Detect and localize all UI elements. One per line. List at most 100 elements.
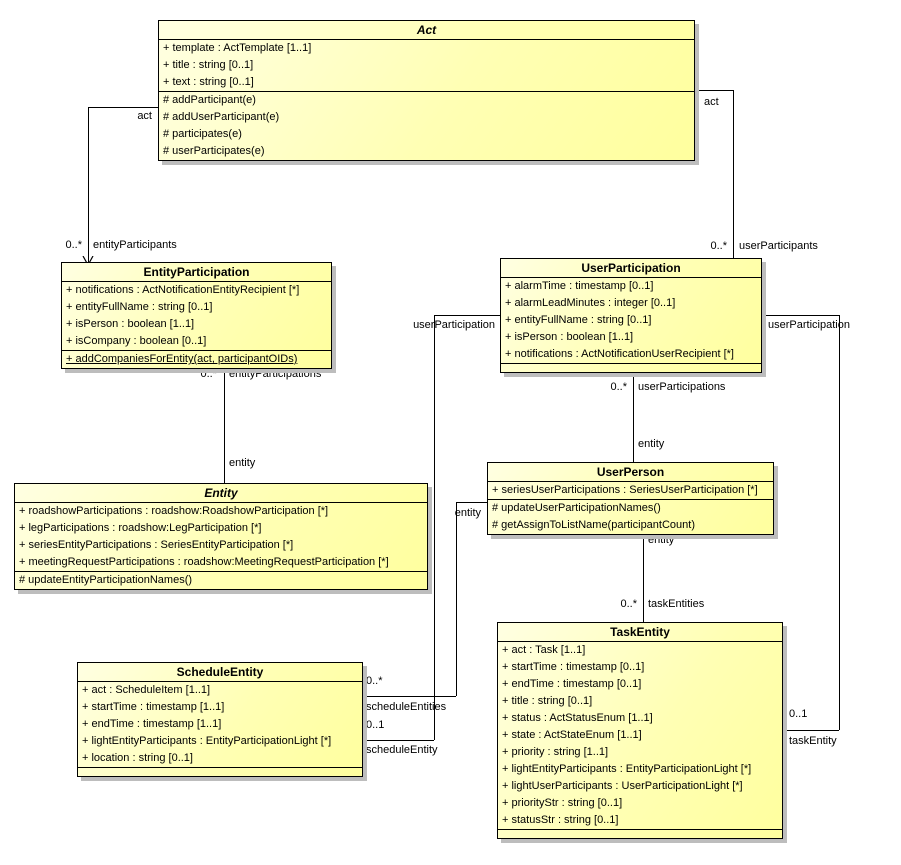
class-attribute: + isPerson : boolean [1..1] (66, 318, 195, 330)
class-title: UserPerson (488, 463, 773, 482)
class-attribute: + lightEntityParticipants : EntityPartic… (502, 763, 752, 775)
edge-role-label: entity (638, 438, 665, 450)
edge-role-label: userParticipants (739, 240, 818, 252)
class-attribute: + legParticipations : roadshow:LegPartic… (19, 522, 262, 534)
edge-segment (434, 315, 500, 316)
attributes-compartment: + act : ScheduleItem [1..1] + startTime :… (78, 682, 362, 767)
edge-segment (88, 107, 89, 262)
edge-role-label: userParticipation (413, 319, 495, 331)
class-title: TaskEntity (498, 623, 782, 642)
class-attribute: + roadshowParticipations : roadshow:Road… (19, 505, 329, 517)
edge-role-label: taskEntities (648, 598, 705, 610)
attributes-compartment: + act : Task [1..1] + startTime : timesta… (498, 642, 782, 829)
class-attribute: + template : ActTemplate [1..1] (163, 42, 312, 54)
class-attribute: + title : string [0..1] (163, 59, 254, 71)
edge-multiplicity-label: 0..* (200, 368, 217, 380)
edge-segment (633, 369, 634, 462)
edge-segment (695, 90, 733, 91)
operations-compartment: + addCompaniesForEntity(act, participant… (62, 350, 331, 368)
edge-multiplicity-label: 0..* (65, 239, 82, 251)
class-attribute: + notifications : ActNotificationEntityR… (66, 284, 300, 296)
edge-role-label: entity (229, 457, 256, 469)
operations-compartment: # updateUserParticipationNames() # getAss… (488, 499, 773, 534)
empty-operations-compartment (501, 363, 761, 372)
edge-segment (643, 531, 644, 622)
class-operation: # getAssignToListName(participantCount) (492, 519, 695, 531)
edge-segment (434, 315, 435, 740)
edge-segment (456, 502, 487, 503)
class-attribute: + meetingRequestParticipations : roadsho… (19, 556, 389, 568)
edge-multiplicity-label: 0..* (366, 675, 383, 687)
edge-role-label: act (137, 110, 152, 122)
edge-segment (363, 740, 434, 741)
edge-role-label: entityParticipants (93, 239, 177, 251)
edge-multiplicity-label: 0..* (620, 598, 637, 610)
edge-segment (839, 315, 840, 730)
class-scheduleEntity[interactable]: ScheduleEntity+ act : ScheduleItem [1..1… (77, 662, 363, 777)
empty-operations-compartment (498, 829, 782, 838)
class-attribute: + statusStr : string [0..1] (502, 814, 619, 826)
class-operation: # updateEntityParticipationNames() (19, 574, 193, 586)
class-attribute: + alarmLeadMinutes : integer [0..1] (505, 297, 676, 309)
class-attribute: + endTime : timestamp [0..1] (502, 678, 642, 690)
operations-compartment: # addParticipant(e) # addUserParticipant(… (159, 91, 694, 160)
class-attribute: + act : ScheduleItem [1..1] (82, 684, 211, 696)
class-operation: # updateUserParticipationNames() (492, 502, 661, 514)
class-attribute: + isCompany : boolean [0..1] (66, 335, 207, 347)
class-title: Entity (15, 484, 427, 503)
class-attribute: + seriesEntityParticipations : SeriesEnt… (19, 539, 294, 551)
class-attribute: + title : string [0..1] (502, 695, 593, 707)
class-attribute: + lightEntityParticipants : EntityPartic… (82, 735, 332, 747)
class-entityParticipation[interactable]: EntityParticipation + notifications : Act… (61, 262, 332, 369)
edge-role-label: userParticipations (638, 381, 726, 393)
edge-multiplicity-label: 0..1 (789, 708, 808, 720)
class-operation: # userParticipates(e) (163, 145, 265, 157)
operations-compartment: # updateEntityParticipationNames() (15, 571, 427, 589)
attributes-compartment: + roadshowParticipations : roadshow:Road… (15, 503, 427, 571)
attributes-compartment: + template : ActTemplate [1..1] + title :… (159, 40, 694, 91)
class-entity[interactable]: Entity + roadshowParticipations : roadsho… (14, 483, 428, 590)
edge-segment (224, 365, 225, 483)
edge-segment (363, 696, 456, 697)
class-attribute: + isPerson : boolean [1..1] (505, 331, 634, 343)
edge-multiplicity-label: 0..* (710, 240, 727, 252)
edge-segment (733, 90, 734, 258)
class-act[interactable]: Act + template : ActTemplate [1..1] + titl… (158, 20, 695, 161)
edge-segment (88, 107, 158, 108)
class-attribute: + location : string [0..1] (82, 752, 193, 764)
class-title: UserParticipation (501, 259, 761, 278)
attributes-compartment: + seriesUserParticipations : SeriesUserP… (488, 482, 773, 499)
class-title: Act (159, 21, 694, 40)
class-attribute: + startTime : timestamp [0..1] (502, 661, 645, 673)
class-attribute: + priorityStr : string [0..1] (502, 797, 623, 809)
class-attribute: + startTime : timestamp [1..1] (82, 701, 225, 713)
edge-segment (456, 502, 457, 696)
class-operation: # addParticipant(e) (163, 94, 256, 106)
class-attribute: + status : ActStatusEnum [1..1] (502, 712, 653, 724)
empty-operations-compartment (78, 767, 362, 776)
class-operation: + addCompaniesForEntity(act, participant… (66, 353, 298, 365)
class-attribute: + endTime : timestamp [1..1] (82, 718, 222, 730)
class-attribute: + entityFullName : string [0..1] (505, 314, 652, 326)
edge-role-label: entity (648, 534, 675, 546)
class-attribute: + text : string [0..1] (163, 76, 254, 88)
edge-role-label: entityParticipations (229, 368, 322, 380)
edge-multiplicity-label: 0..* (610, 381, 627, 393)
class-title: EntityParticipation (62, 263, 331, 282)
edge-segment (783, 730, 839, 731)
class-attribute: + lightUserParticipants : UserParticipat… (502, 780, 743, 792)
class-userPerson[interactable]: UserPerson + seriesUserParticipations : S… (487, 462, 774, 535)
class-userParticipation[interactable]: UserParticipation+ alarmTime : timestamp… (500, 258, 762, 373)
class-attribute: + act : Task [1..1] (502, 644, 586, 656)
edge-role-label: scheduleEntity (366, 744, 438, 756)
class-attribute: + seriesUserParticipations : SeriesUserP… (492, 484, 758, 496)
edge-role-label: act (704, 96, 719, 108)
edge-role-label: scheduleEntities (366, 701, 447, 713)
attributes-compartment: + notifications : ActNotificationEntityR… (62, 282, 331, 350)
class-operation: # addUserParticipant(e) (163, 111, 280, 123)
class-taskEntity[interactable]: TaskEntity + act : Task [1..1] + startTime… (497, 622, 783, 839)
class-attribute: + priority : string [1..1] (502, 746, 609, 758)
edge-segment (762, 315, 839, 316)
class-attribute: + state : ActStateEnum [1..1] (502, 729, 642, 741)
